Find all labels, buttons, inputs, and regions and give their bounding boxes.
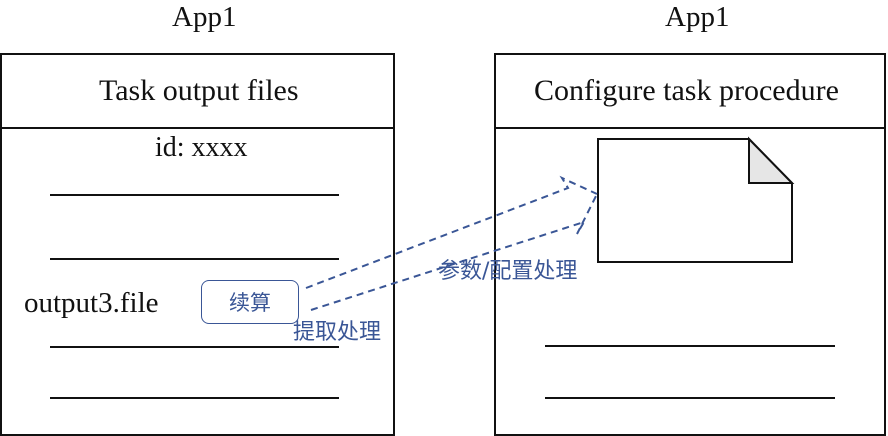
placeholder-line [545, 397, 835, 399]
right-panel-title: Configure task procedure [534, 74, 839, 107]
left-panel-header: Task output files [2, 55, 393, 129]
document-icon [597, 136, 795, 263]
right-app-title: App1 [665, 1, 730, 33]
left-app-panel: Task output files [0, 53, 395, 436]
placeholder-line [545, 345, 835, 347]
task-id-label: id: xxxx [155, 132, 248, 163]
output-file-label: output3.file [24, 287, 159, 319]
left-panel-title: Task output files [99, 74, 299, 107]
right-panel-header: Configure task procedure [496, 55, 884, 129]
parameter-config-processing-label: 参数/配置处理 [438, 259, 578, 284]
dashed-arrow-icon [305, 175, 598, 311]
left-app-title: App1 [172, 1, 237, 33]
placeholder-line [50, 194, 339, 196]
placeholder-line [50, 346, 339, 348]
extract-processing-label: 提取处理 [293, 320, 382, 345]
resume-calculation-button[interactable]: 续算 [201, 280, 299, 324]
placeholder-line [50, 397, 339, 399]
placeholder-line [50, 258, 339, 260]
